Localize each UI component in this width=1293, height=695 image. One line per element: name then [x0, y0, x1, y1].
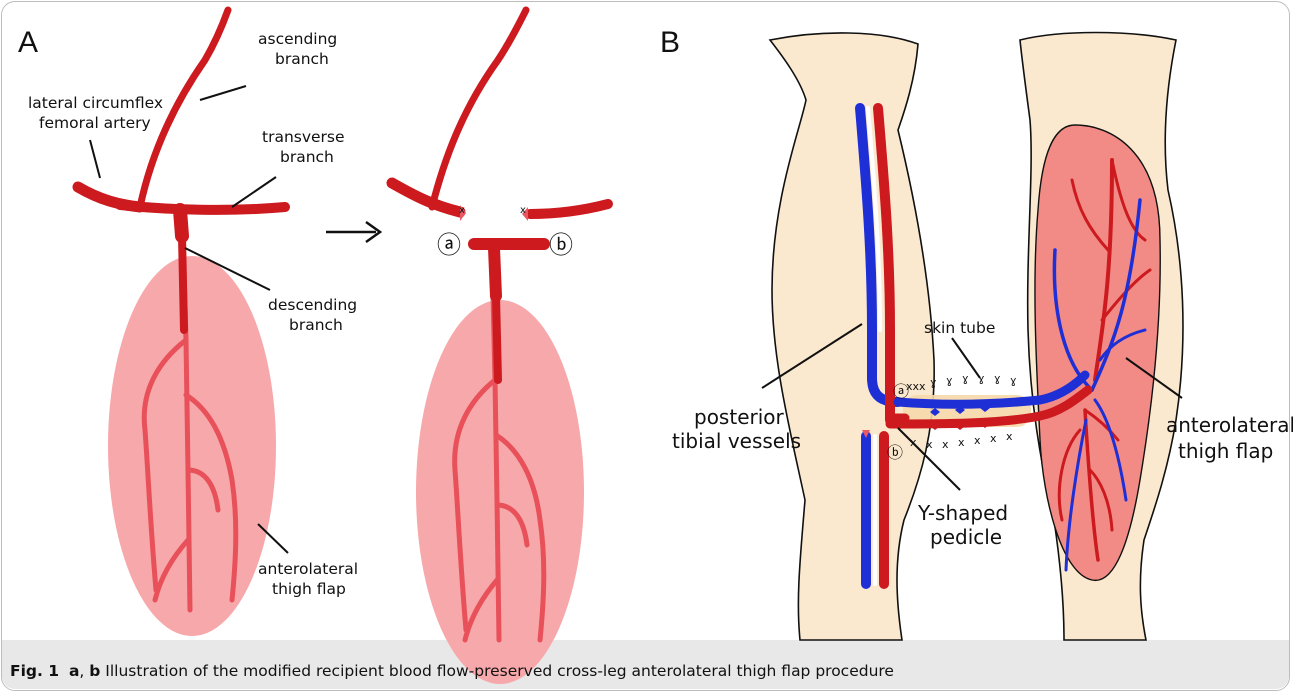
label-ascending-1: ascending: [258, 30, 337, 48]
label-flap-b-2: thigh flap: [1178, 439, 1273, 463]
label-lcfa-2: femoral artery: [39, 114, 151, 132]
point-a-label-b: ⓐ: [893, 382, 909, 401]
lcfa-tree-right: [392, 10, 608, 380]
svg-text:x: x: [459, 205, 465, 216]
svg-text:ɣ: ɣ: [946, 374, 953, 387]
arrow-icon: [326, 222, 380, 242]
point-b-label-b: ⓑ: [887, 443, 903, 462]
label-lcfa-1: lateral circumflex: [28, 94, 163, 112]
label-ypedicle-1: Y-shaped: [917, 501, 1008, 525]
label-descending-2: branch: [289, 316, 343, 334]
label-transverse-2: branch: [280, 148, 334, 166]
figure-caption: Fig. 1 a, b Illustration of the modified…: [10, 662, 894, 680]
ligature-marks-a: x x: [459, 205, 528, 221]
label-flap-a-2: thigh flap: [272, 580, 346, 598]
label-flap-a-1: anterolateral: [258, 560, 358, 578]
svg-text:ɣ: ɣ: [994, 372, 1001, 385]
label-ptv-1: posterior: [694, 405, 785, 429]
panel-label-b: B: [660, 26, 680, 59]
labels-b: skin tube: [924, 319, 995, 337]
left-leg: [770, 33, 934, 640]
label-descending-1: descending: [268, 296, 357, 314]
svg-text:x: x: [926, 438, 933, 451]
caption-a: a: [69, 662, 79, 680]
label-ypedicle-2: pedicle: [930, 525, 1002, 549]
svg-text:x: x: [1006, 430, 1013, 443]
label-flap-b-1: anterolateral: [1166, 413, 1293, 437]
caption-b: b: [89, 662, 100, 680]
label-ascending-2: branch: [275, 50, 329, 68]
svg-text:x: x: [974, 434, 981, 447]
svg-text:x: x: [990, 432, 997, 445]
point-a-label-a: ⓐ: [437, 231, 461, 259]
svg-text:x: x: [942, 438, 949, 451]
caption-text: Illustration of the modified recipient b…: [100, 662, 894, 680]
point-b-label-a: ⓑ: [549, 231, 573, 259]
label-skin-tube: skin tube: [924, 319, 995, 337]
svg-text:ɣ: ɣ: [1010, 374, 1017, 387]
svg-text:x: x: [958, 436, 965, 449]
label-ptv-2: tibial vessels: [672, 429, 801, 453]
caption-prefix: Fig. 1: [10, 662, 59, 680]
label-transverse-1: transverse: [262, 128, 345, 146]
svg-text:ɣ: ɣ: [978, 372, 985, 385]
panel-label-a: A: [18, 26, 38, 59]
caption-sep: ,: [79, 662, 89, 680]
svg-text:x: x: [520, 205, 526, 216]
svg-text:ɣ: ɣ: [930, 376, 937, 389]
svg-text:ɣ: ɣ: [962, 372, 969, 385]
